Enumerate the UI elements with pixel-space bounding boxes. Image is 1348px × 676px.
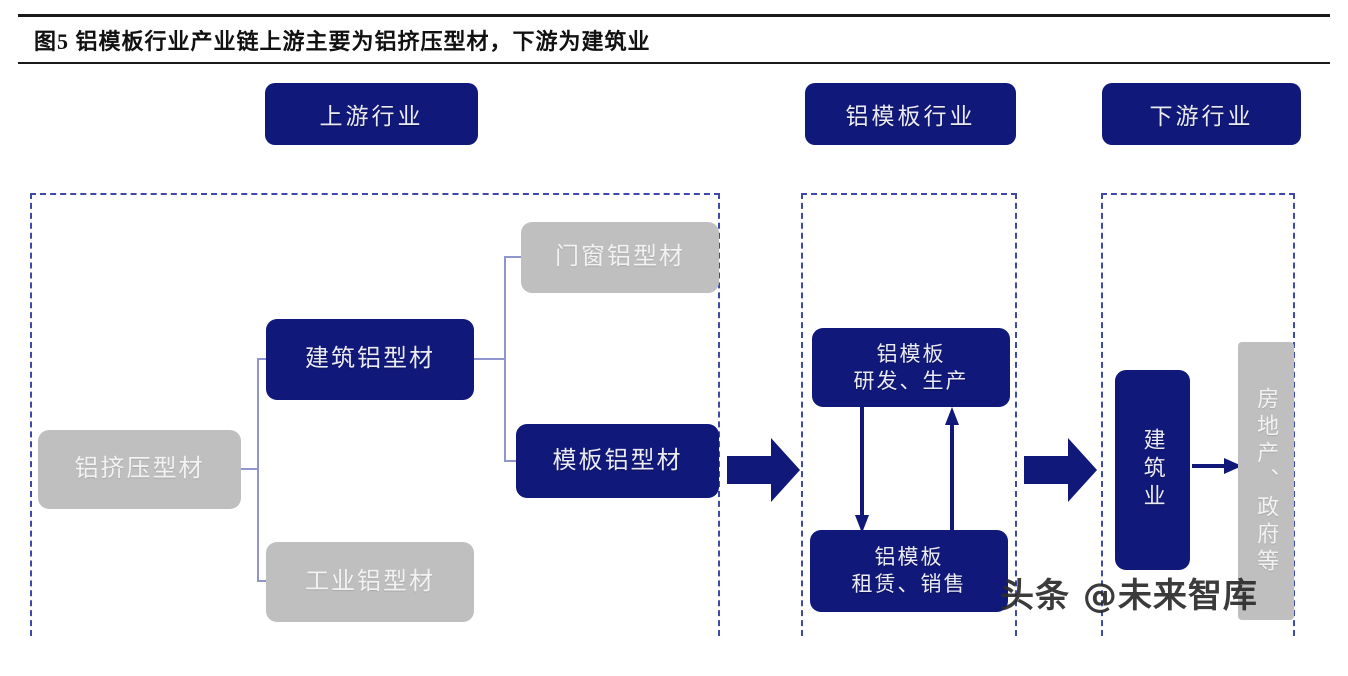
arrow-rnd-to-lease — [855, 407, 869, 533]
connector-extrusion-spine — [257, 358, 259, 582]
header-pill-upstream[interactable]: 上游行业 — [265, 83, 478, 145]
connector-to-window — [504, 256, 521, 258]
node-formwork-lease-sales[interactable]: 铝模板租赁、销售 — [810, 530, 1008, 612]
node-architectural-profile[interactable]: 建筑铝型材 — [266, 319, 474, 400]
header-pill-downstream[interactable]: 下游行业 — [1102, 83, 1301, 145]
block-arrow-industry-to-downstream — [1024, 436, 1097, 504]
zone-industry — [801, 193, 1017, 636]
header-pill-industry[interactable]: 铝模板行业 — [805, 83, 1016, 145]
connector-architectural-out — [474, 358, 506, 360]
connector-to-architectural — [257, 358, 269, 360]
zone-downstream — [1101, 193, 1295, 636]
zone-upstream — [30, 193, 720, 636]
node-window-door-profile[interactable]: 门窗铝型材 — [521, 222, 719, 293]
connector-to-industrial — [257, 580, 269, 582]
node-aluminum-extrusion[interactable]: 铝挤压型材 — [38, 430, 241, 509]
watermark: 头条 @未来智库 — [1000, 576, 1258, 616]
connector-extrusion-out — [241, 468, 259, 470]
page-title: 图5 铝模板行业产业链上游主要为铝挤压型材，下游为建筑业 — [34, 29, 651, 54]
connector-to-formwork — [504, 460, 518, 462]
arrow-construction-to-realestate — [1192, 455, 1242, 477]
node-formwork-profile[interactable]: 模板铝型材 — [516, 424, 719, 498]
node-construction-industry[interactable]: 建筑业 — [1115, 370, 1190, 570]
arrow-lease-to-rnd — [945, 407, 959, 533]
node-formwork-rnd-production[interactable]: 铝模板研发、生产 — [812, 328, 1010, 407]
node-real-estate-government[interactable]: 房地产、政府等 — [1238, 342, 1294, 620]
connector-architectural-spine — [504, 256, 506, 462]
figure-title-bar: 图5 铝模板行业产业链上游主要为铝挤压型材，下游为建筑业 — [18, 14, 1330, 64]
node-industrial-profile[interactable]: 工业铝型材 — [266, 542, 474, 622]
block-arrow-upstream-to-industry — [727, 436, 800, 504]
